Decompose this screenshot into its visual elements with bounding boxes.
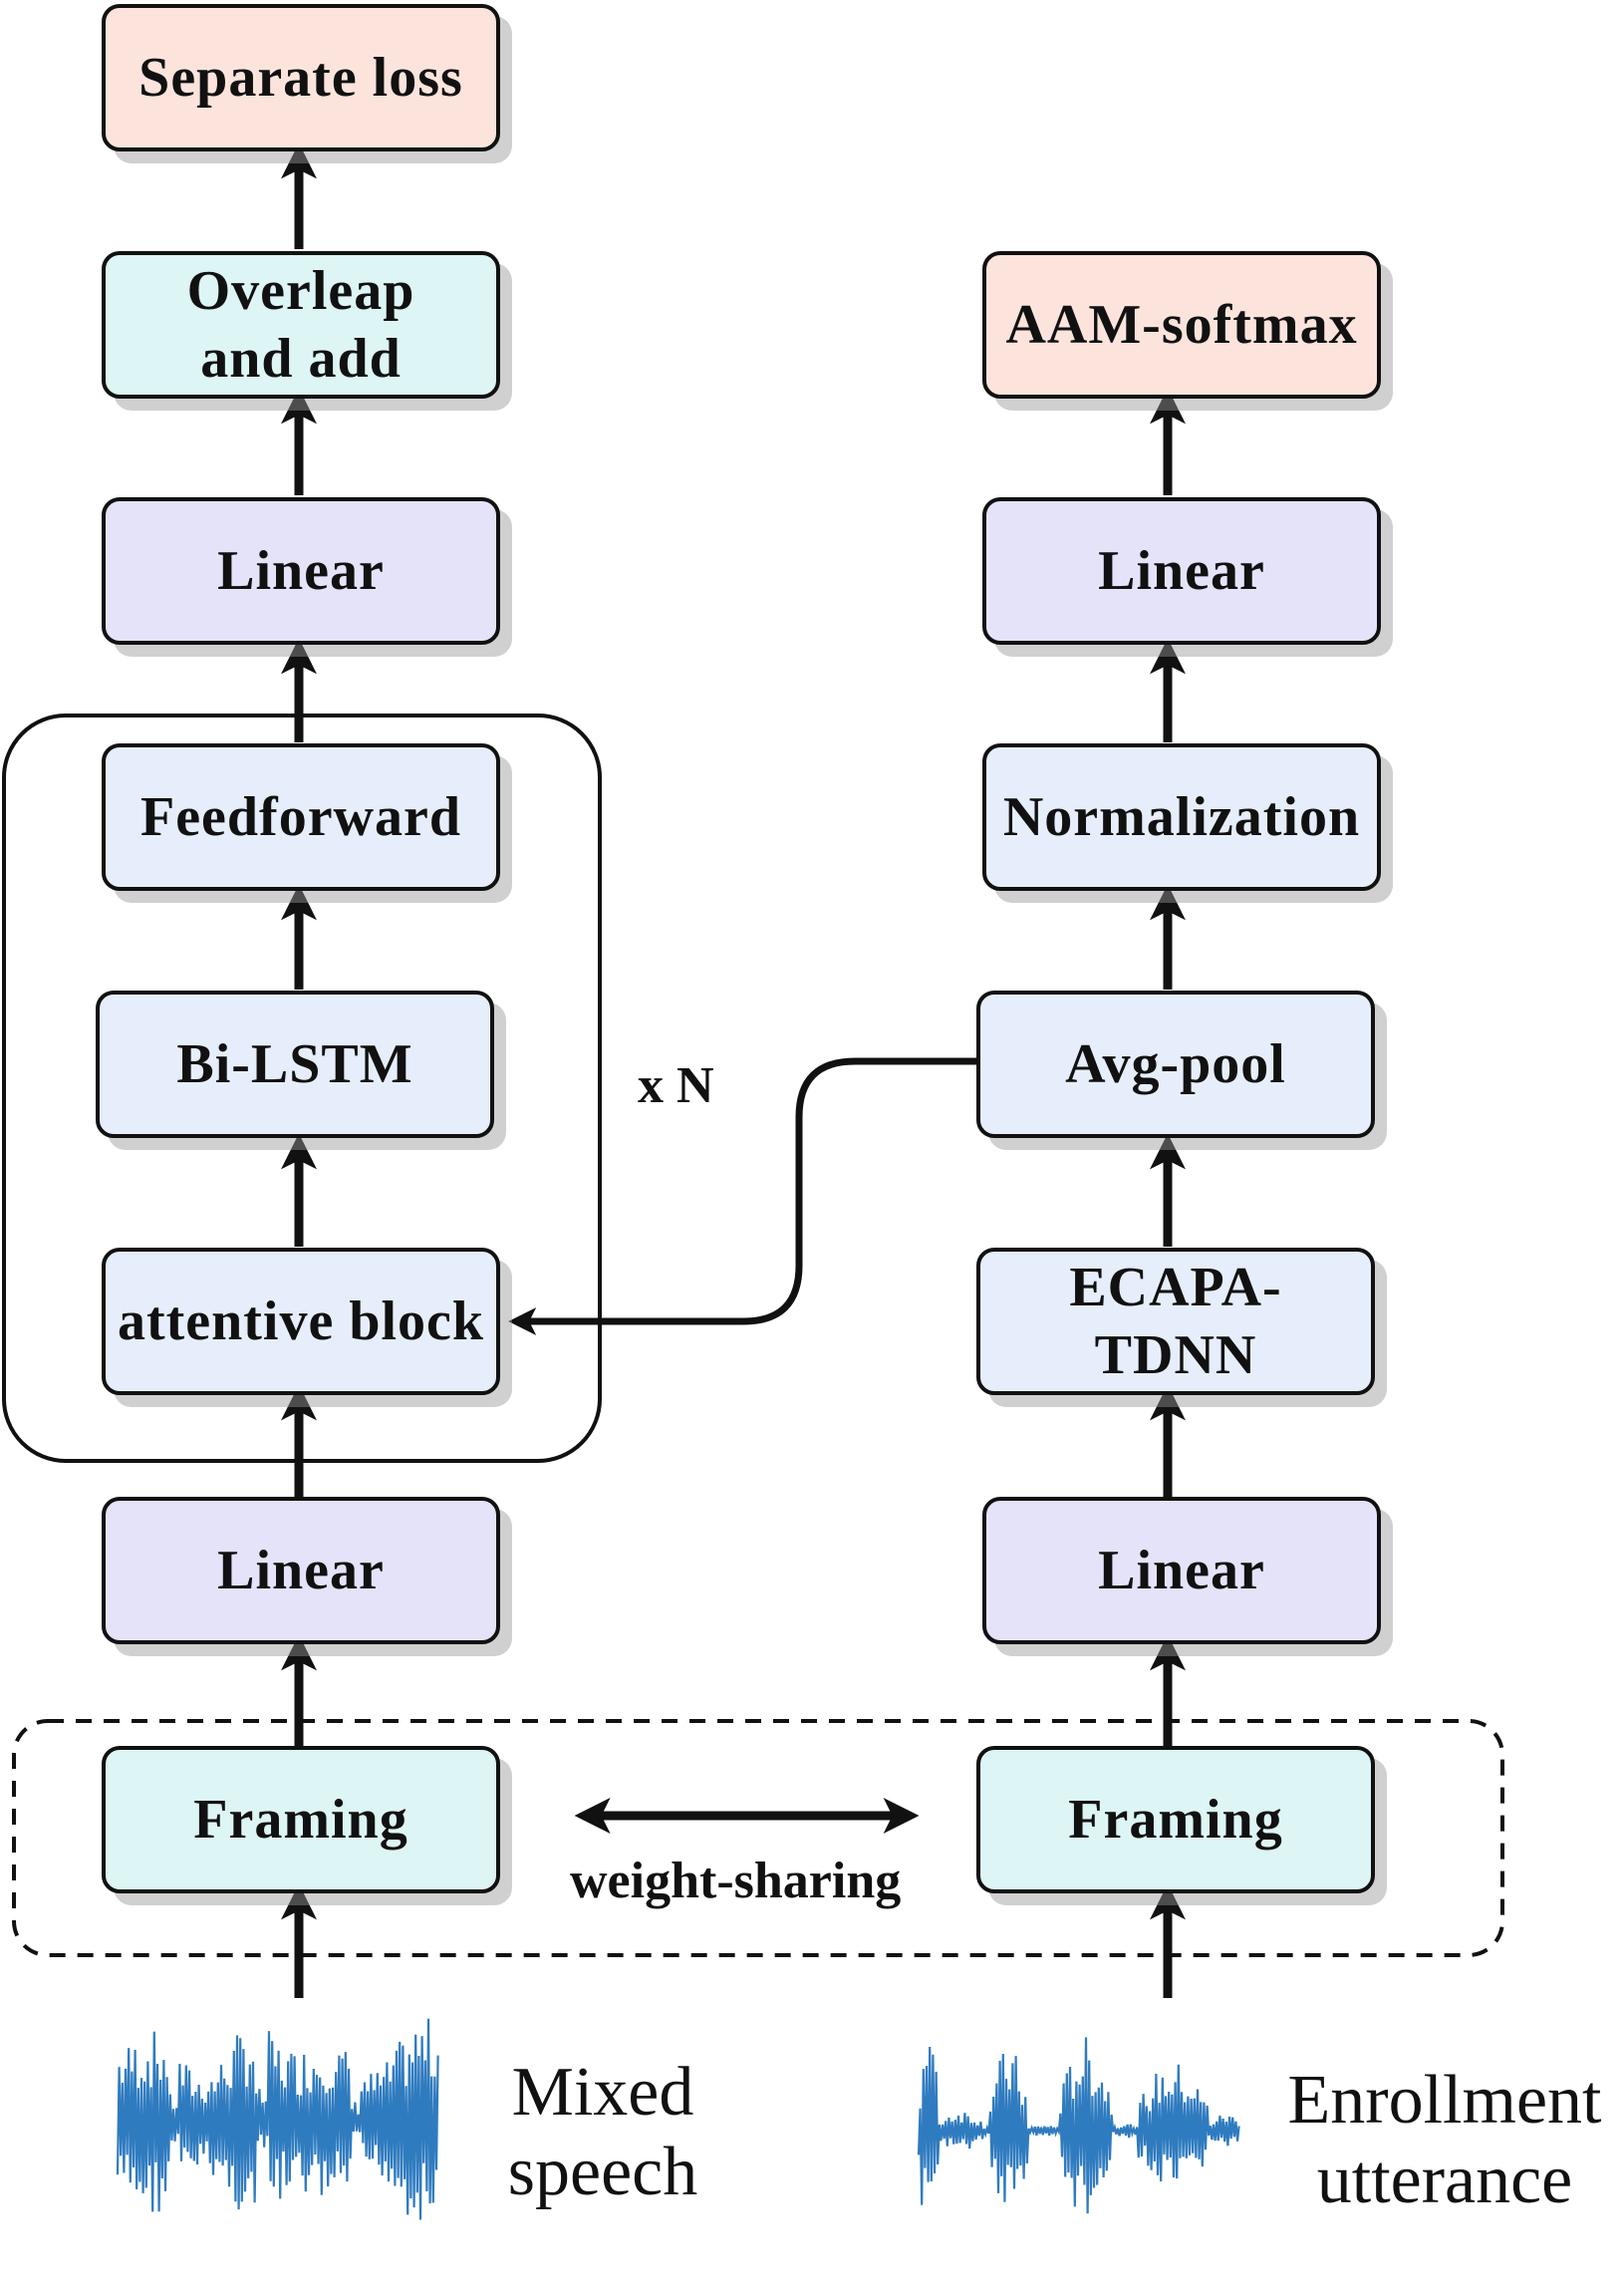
linear-left-top-box: Linear	[102, 497, 500, 645]
linear-right-bottom-label: Linear	[1098, 1540, 1265, 1601]
speaker-embedding-connector	[508, 1057, 976, 1335]
feedforward-label: Feedforward	[139, 786, 461, 848]
normalization-box: Normalization	[982, 743, 1381, 891]
framing-left-box: Framing	[102, 1746, 500, 1893]
framing-right-label: Framing	[1068, 1789, 1283, 1851]
ecapa-tdnn-box: ECAPA-TDNN	[976, 1248, 1375, 1395]
linear-left-bottom-label: Linear	[217, 1540, 385, 1601]
linear-right-top-box: Linear	[982, 497, 1381, 645]
weight-sharing-label: weight-sharing	[570, 1853, 902, 1909]
linear-left-bottom-box: Linear	[102, 1497, 500, 1644]
framing-right-box: Framing	[976, 1746, 1375, 1893]
framing-group-outline	[12, 1719, 1504, 1957]
separate-loss-box: Separate loss	[102, 4, 500, 151]
enrollment-utterance-waveform	[917, 2037, 1240, 2214]
ecapa-tdnn-label: ECAPA-TDNN	[1069, 1257, 1282, 1386]
avg-pool-label: Avg-pool	[1065, 1033, 1286, 1095]
linear-right-bottom-box: Linear	[982, 1497, 1381, 1644]
separate-loss-label: Separate loss	[138, 47, 463, 109]
attentive-block-label: attentive block	[117, 1290, 485, 1352]
overlap-add-label: Overleap and add	[186, 260, 415, 390]
bilstm-box: Bi-LSTM	[96, 991, 494, 1138]
mixed-speech-label: Mixed speech	[507, 2054, 698, 2210]
aam-softmax-label: AAM-softmax	[1005, 294, 1358, 356]
mixed-speech-waveform	[116, 2018, 439, 2220]
bilstm-label: Bi-LSTM	[176, 1033, 413, 1095]
attentive-block-box: attentive block	[102, 1248, 500, 1395]
enrollment-utterance-label: Enrollment utterance	[1287, 2062, 1602, 2218]
linear-right-top-label: Linear	[1098, 540, 1265, 602]
normalization-label: Normalization	[1002, 786, 1361, 848]
feedforward-box: Feedforward	[102, 743, 500, 891]
aam-softmax-box: AAM-softmax	[982, 251, 1381, 399]
linear-left-top-label: Linear	[217, 540, 385, 602]
framing-left-label: Framing	[193, 1789, 408, 1851]
overlap-add-box: Overleap and add	[102, 251, 500, 399]
avg-pool-box: Avg-pool	[976, 991, 1375, 1138]
repeat-count-label: x N	[638, 1057, 714, 1114]
